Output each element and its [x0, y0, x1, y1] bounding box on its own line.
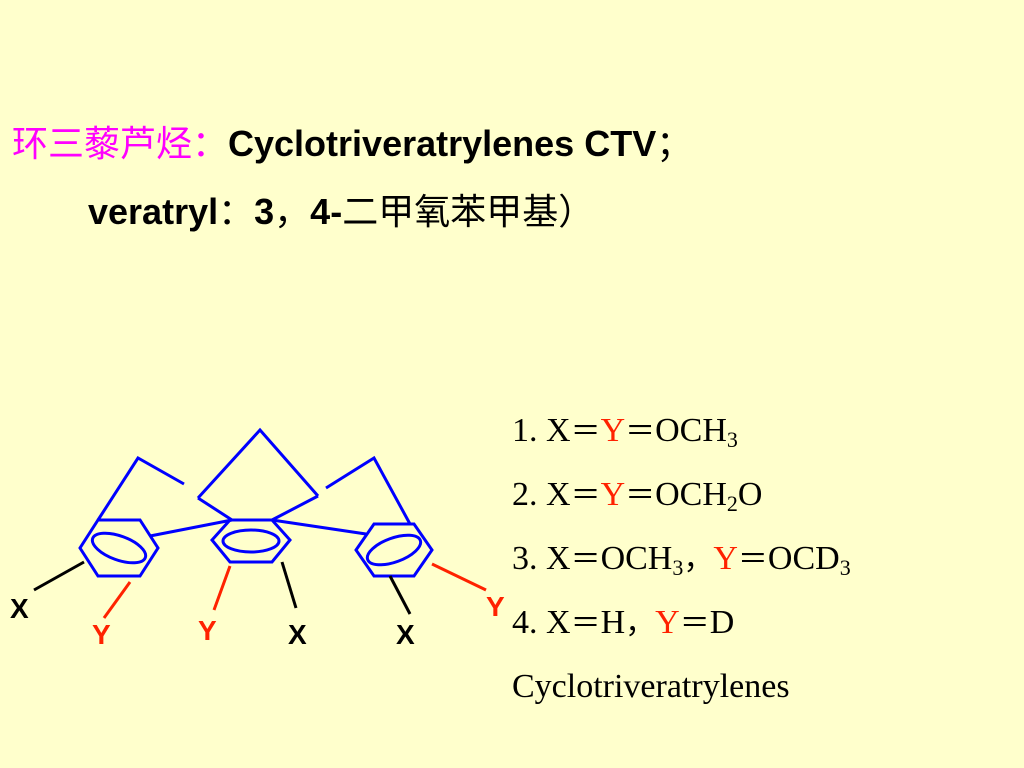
substituent-labels: X Y Y X X Y: [10, 591, 505, 650]
variant-number: 2.: [512, 476, 538, 513]
substituent-tail: O: [737, 476, 763, 513]
position-4: 4-: [310, 191, 343, 232]
x-value: H: [600, 604, 626, 641]
equals-sign: ＝: [625, 478, 656, 513]
y-symbol: Y: [600, 476, 626, 513]
equals-sign: ＝: [570, 414, 601, 449]
comma: ，: [625, 606, 656, 641]
equals-sign: ＝: [737, 542, 768, 577]
slide-title: 环三藜芦烃：Cyclotriveratrylenes CTV；: [12, 120, 692, 169]
left-x-bond: [33, 560, 85, 592]
subscript: 3: [672, 555, 684, 580]
variant-item-3: 3. X＝OCH3，Y＝OCD3: [512, 534, 851, 598]
position-comma: ，: [274, 192, 311, 233]
equals-sign: ＝: [679, 606, 710, 641]
x-symbol: X: [546, 476, 571, 513]
label-y-middle: Y: [198, 615, 217, 646]
y-value: OCD: [767, 540, 840, 577]
label-y-left: Y: [92, 619, 111, 650]
cross-bond-left: [197, 496, 233, 522]
left-benzene-ring: [78, 518, 160, 578]
middle-y-bond: [212, 565, 232, 611]
left-bridge-bond: [96, 455, 185, 521]
variant-item-2: 2. X＝Y＝OCH2O: [512, 470, 851, 534]
equals-sign: ＝: [570, 478, 601, 513]
variant-item-1: 1. X＝Y＝OCH3: [512, 406, 851, 470]
equals-sign: ＝: [625, 414, 656, 449]
subscript: 3: [839, 555, 851, 580]
x-symbol: X: [546, 540, 571, 577]
equals-sign: ＝: [570, 606, 601, 641]
y-symbol: Y: [713, 540, 738, 577]
substituent-value: OCH: [655, 412, 727, 449]
label-x-left: X: [10, 593, 29, 624]
middle-to-right-ring-bond: [271, 518, 367, 536]
title-chinese-name: 环三藜芦烃：: [12, 124, 229, 165]
structure-caption: Cyclotriveratrylenes: [512, 668, 790, 705]
variant-number: 4.: [512, 604, 538, 641]
subscript: 3: [726, 427, 738, 452]
variant-item-4: 4. X＝H，Y＝D: [512, 598, 851, 662]
cross-bond-right: [271, 494, 319, 522]
comma: ，: [683, 542, 714, 577]
title-semicolon: ；: [656, 124, 693, 165]
title-english-name: Cyclotriveratrylenes CTV: [228, 123, 657, 164]
label-x-right: X: [396, 619, 415, 650]
variant-number: 3.: [512, 540, 538, 577]
x-value: OCH: [600, 540, 673, 577]
variant-number: 1.: [512, 412, 538, 449]
x-substituent-bonds: [33, 560, 412, 615]
substituent-value: OCH: [655, 476, 727, 513]
left-ring-to-middle-bond: [149, 518, 233, 538]
x-symbol: X: [546, 604, 571, 641]
position-3: 3: [254, 191, 275, 232]
right-ring-inner-circle: [365, 533, 423, 567]
right-benzene-ring: [354, 522, 434, 578]
ctv-structure-diagram: X Y Y X X Y: [10, 427, 505, 650]
left-ring-inner-circle: [90, 531, 148, 565]
subscript: 2: [726, 491, 738, 516]
top-cross-bonds: [196, 427, 320, 500]
right-y-bond: [431, 562, 487, 592]
middle-ring-inner-circle: [221, 528, 281, 554]
left-y-bond: [102, 581, 132, 619]
dimethoxybenzyl-chinese: 二甲氧苯甲基）: [342, 192, 595, 233]
label-y-right: Y: [486, 591, 505, 622]
definition-colon: ：: [218, 192, 255, 233]
label-x-middle: X: [288, 619, 307, 650]
right-bridge-bond: [325, 455, 412, 525]
veratryl-definition: veratryl：3，4-二甲氧苯甲基）: [88, 188, 594, 237]
y-substituent-bonds: [102, 562, 487, 619]
blue-bonds: [78, 427, 434, 578]
y-symbol: Y: [600, 412, 626, 449]
y-symbol: Y: [655, 604, 680, 641]
x-symbol: X: [546, 412, 571, 449]
equals-sign: ＝: [570, 542, 601, 577]
right-x-bond: [388, 575, 412, 615]
variant-list: 1. X＝Y＝OCH3 2. X＝Y＝OCH2O 3. X＝OCH3，Y＝OCD…: [512, 406, 851, 726]
middle-x-bond: [280, 561, 298, 609]
veratryl-term: veratryl: [88, 191, 219, 232]
y-value: D: [709, 604, 735, 641]
